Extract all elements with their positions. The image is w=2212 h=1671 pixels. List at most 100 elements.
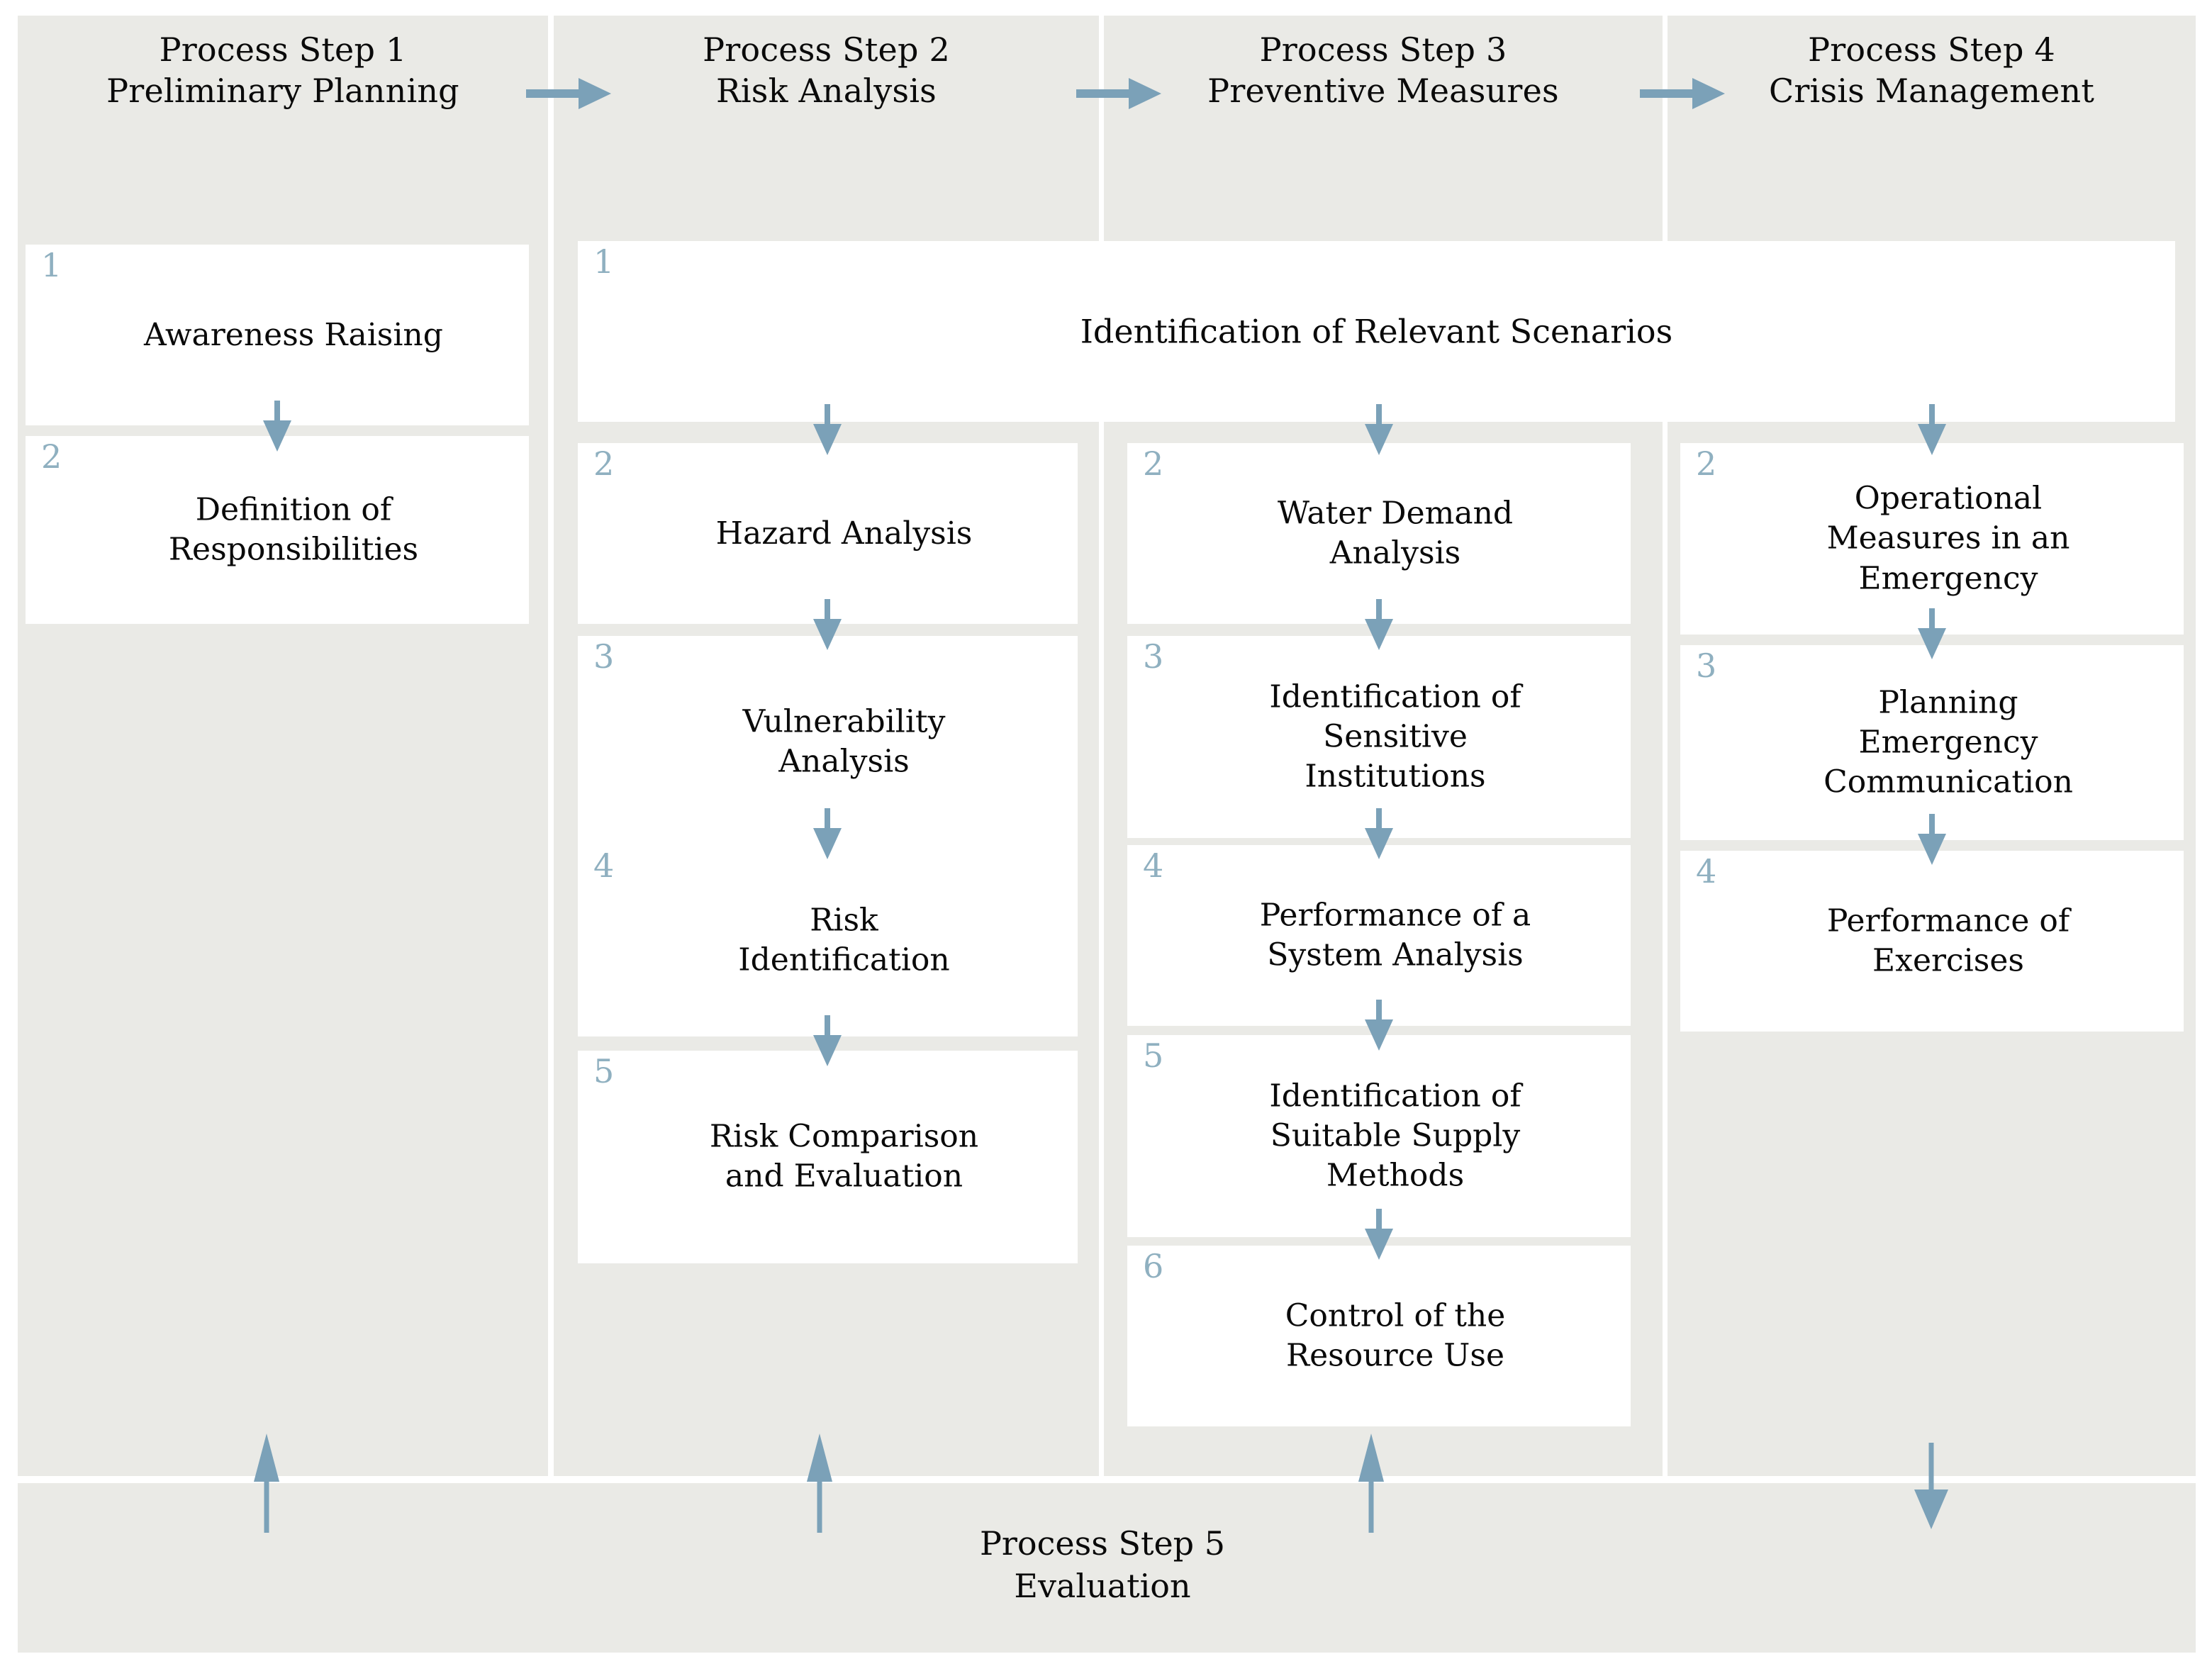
- box-text: Identification of Relevant Scenarios: [1080, 312, 1673, 351]
- arrow-tail: [1376, 1000, 1382, 1022]
- box-text: Identification of Suitable Supply Method…: [1269, 1078, 1521, 1194]
- box-number: 3: [593, 637, 615, 676]
- box-step2-4-risk-identification[interactable]: 4 Risk Identification: [578, 845, 1078, 1036]
- box-step3-5-identification-of-suitable-supply-methods[interactable]: 5 Identification of Suitable Supply Meth…: [1127, 1035, 1631, 1237]
- arrow-step1-to-step2: [526, 78, 611, 109]
- arrow-tail: [274, 401, 280, 423]
- box-number: 6: [1143, 1247, 1164, 1285]
- box-step3-2-water-demand-analysis[interactable]: 2 Water Demand Analysis: [1127, 443, 1631, 624]
- arrow-scenarios-to-step4-box2: [1918, 404, 1946, 455]
- arrow-step4-to-step5: [1914, 1443, 1948, 1529]
- arrow-head: [1365, 424, 1393, 455]
- box-step4-3-planning-emergency-communication[interactable]: 3 Planning Emergency Communication: [1680, 645, 2184, 840]
- arrow-head: [1918, 834, 1946, 865]
- arrow-tail: [1076, 89, 1129, 98]
- arrow-step2-to-step3: [1076, 78, 1161, 109]
- arrow-head: [1365, 1229, 1393, 1260]
- arrow-tail: [1929, 608, 1935, 631]
- arrow-step5-to-step1: [254, 1434, 279, 1533]
- box-step4-2-operational-measures-in-an-emergency[interactable]: 2 Operational Measures in an Emergency: [1680, 443, 2184, 635]
- box-identification-of-relevant-scenarios[interactable]: 1 Identification of Relevant Scenarios: [578, 241, 2175, 422]
- arrow-head: [1129, 78, 1161, 109]
- column-header-step-2-line2: Risk Analysis: [716, 71, 937, 110]
- arrow-head: [263, 420, 291, 452]
- box-text: Performance of a System Analysis: [1259, 897, 1531, 973]
- arrow-tail: [1929, 404, 1935, 427]
- box-text: Planning Emergency Communication: [1823, 684, 2073, 800]
- arrow-step5-to-step2: [807, 1434, 832, 1533]
- box-step2-2-hazard-analysis[interactable]: 2 Hazard Analysis: [578, 443, 1078, 624]
- box-step4-4-performance-of-exercises[interactable]: 4 Performance of Exercises: [1680, 851, 2184, 1032]
- arrow-head: [1365, 1019, 1393, 1051]
- arrow-step3-box4-to-box5: [1365, 1000, 1393, 1051]
- box-step1-1-awareness-raising[interactable]: 1 Awareness Raising: [26, 245, 529, 425]
- arrow-tail: [825, 599, 830, 622]
- arrow-step3-box3-to-box4: [1365, 808, 1393, 859]
- box-step3-4-performance-of-a-system-analysis[interactable]: 4 Performance of a System Analysis: [1127, 845, 1631, 1026]
- arrow-head: [1914, 1490, 1948, 1529]
- arrow-head: [813, 424, 842, 455]
- arrow-tail: [1376, 808, 1382, 831]
- arrow-tail: [1640, 89, 1692, 98]
- box-step2-5-risk-comparison-and-evaluation[interactable]: 5 Risk Comparison and Evaluation: [578, 1051, 1078, 1263]
- arrow-head: [813, 828, 842, 859]
- arrow-head: [579, 78, 611, 109]
- arrow-step3-to-step4: [1640, 78, 1725, 109]
- box-text: Risk Identification: [738, 902, 950, 978]
- box-number: 4: [593, 846, 615, 885]
- arrow-step2-box3-to-box4: [813, 808, 842, 859]
- box-step3-3-identification-of-sensitive-institutions[interactable]: 3 Identification of Sensitive Institutio…: [1127, 636, 1631, 838]
- arrow-tail: [825, 404, 830, 427]
- arrow-tail: [1376, 404, 1382, 427]
- box-number: 3: [1143, 637, 1164, 676]
- arrow-step5-to-step3: [1358, 1434, 1384, 1533]
- arrow-step1-box1-to-box2: [263, 401, 291, 452]
- box-number: 2: [1696, 445, 1717, 483]
- arrow-tail: [526, 89, 579, 98]
- arrow-step4-box2-to-box3: [1918, 608, 1946, 659]
- box-text: Identification of Sensitive Institutions: [1269, 678, 1521, 795]
- box-number: 2: [1143, 445, 1164, 483]
- box-step3-6-control-of-the-resource-use[interactable]: 6 Control of the Resource Use: [1127, 1246, 1631, 1426]
- box-text: Risk Comparison and Evaluation: [709, 1118, 979, 1195]
- box-text: Performance of Exercises: [1826, 902, 2070, 979]
- box-number: 2: [593, 445, 615, 483]
- box-text: Water Demand Analysis: [1277, 495, 1514, 571]
- arrow-tail: [1376, 1209, 1382, 1231]
- box-number: 1: [41, 246, 62, 284]
- box-number: 4: [1696, 852, 1717, 890]
- arrow-step4-box3-to-box4: [1918, 814, 1946, 865]
- arrow-tail: [825, 1015, 830, 1038]
- column-header-step-1: Process Step 1 Preliminary Planning: [18, 30, 548, 112]
- arrow-tail: [1368, 1469, 1374, 1533]
- arrow-scenarios-to-step3-box2: [1365, 404, 1393, 455]
- column-strip-step-1: [18, 16, 548, 1476]
- arrow-head: [813, 1035, 842, 1066]
- box-text: Control of the Resource Use: [1285, 1297, 1506, 1374]
- process-step-5-line2: Evaluation: [1014, 1566, 1191, 1605]
- arrow-head: [1365, 619, 1393, 650]
- arrow-scenarios-to-step2-box2: [813, 404, 842, 455]
- box-number: 2: [41, 437, 62, 476]
- column-header-step-4-line2: Crisis Management: [1768, 71, 2095, 110]
- arrow-step2-box2-to-box3: [813, 599, 842, 650]
- column-header-step-2: Process Step 2 Risk Analysis: [554, 30, 1099, 112]
- arrow-tail: [264, 1469, 269, 1533]
- column-header-step-2-line1: Process Step 2: [703, 30, 950, 69]
- arrow-head: [1365, 828, 1393, 859]
- column-header-step-1-line2: Preliminary Planning: [106, 71, 459, 110]
- box-text: Vulnerability Analysis: [742, 703, 946, 780]
- arrow-head: [813, 619, 842, 650]
- column-header-step-4: Process Step 4 Crisis Management: [1668, 30, 2196, 112]
- column-header-step-3: Process Step 3 Preventive Measures: [1104, 30, 1663, 112]
- box-text: Operational Measures in an Emergency: [1826, 480, 2070, 597]
- arrow-tail: [1929, 814, 1935, 837]
- process-step-5-label: Process Step 5 Evaluation: [553, 1523, 1652, 1608]
- arrow-head: [1692, 78, 1725, 109]
- arrow-tail: [1376, 599, 1382, 622]
- arrow-head: [1918, 424, 1946, 455]
- box-text: Definition of Responsibilities: [168, 491, 419, 568]
- box-number: 4: [1143, 846, 1164, 885]
- box-step1-2-definition-of-responsibilities[interactable]: 2 Definition of Responsibilities: [26, 436, 529, 624]
